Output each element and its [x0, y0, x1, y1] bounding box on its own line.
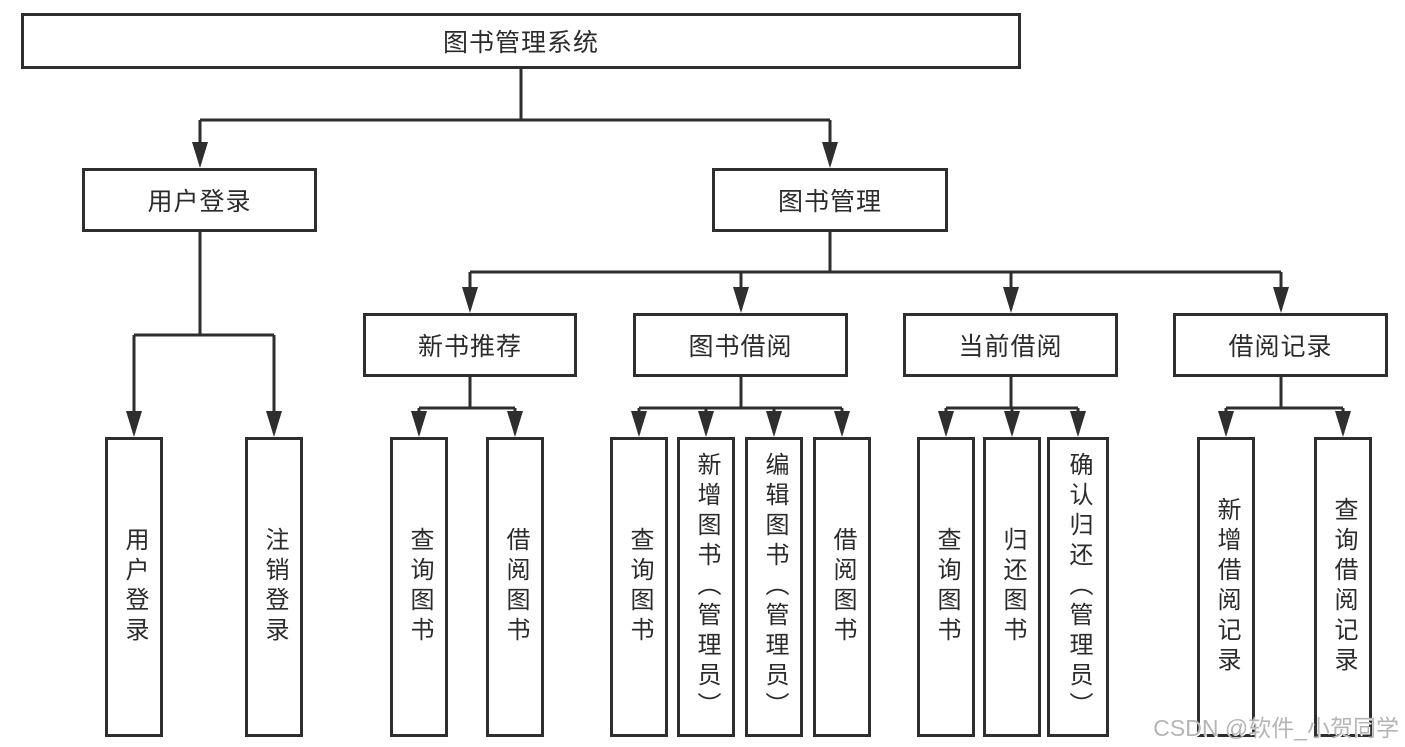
node-user-login: 用户登录 — [82, 168, 317, 232]
leaf-label: 查询图书 — [933, 527, 960, 647]
node-label: 新书推荐 — [417, 333, 522, 361]
leaf-label: 用户登录 — [121, 527, 148, 647]
leaf-borrowing-edit-books-admin: 编辑图书（管理员） — [745, 437, 803, 737]
leaf-borrowing-add-books-admin: 新增图书（管理员） — [677, 437, 735, 737]
node-borrowing-records: 借阅记录 — [1173, 313, 1388, 377]
leaf-label: 查询图书 — [626, 527, 653, 647]
node-book-management: 图书管理 — [712, 168, 948, 232]
leaf-label: 新增图书（管理员） — [693, 452, 720, 722]
node-book-borrowing: 图书借阅 — [633, 313, 848, 377]
leaf-current-query-books: 查询图书 — [917, 437, 975, 737]
leaf-current-confirm-return-admin: 确认归还（管理员） — [1047, 437, 1109, 737]
leaf-label: 新增借阅记录 — [1213, 497, 1240, 677]
leaf-label: 借阅图书 — [829, 527, 856, 647]
leaf-newbook-query-books: 查询图书 — [390, 437, 448, 737]
leaf-label: 查询借阅记录 — [1330, 497, 1357, 677]
leaf-logout: 注销登录 — [245, 437, 303, 737]
leaf-label: 注销登录 — [261, 527, 288, 647]
leaf-label: 借阅图书 — [502, 527, 529, 647]
node-label: 当前借阅 — [958, 333, 1063, 361]
arrowheads — [126, 142, 1351, 437]
node-label: 图书管理 — [777, 188, 882, 216]
leaf-label: 查询图书 — [406, 527, 433, 647]
node-current-borrowing: 当前借阅 — [903, 313, 1118, 377]
leaf-label: 归还图书 — [999, 527, 1026, 647]
node-label: 图书借阅 — [688, 333, 793, 361]
node-label: 借阅记录 — [1228, 333, 1333, 361]
watermark: CSDN @软件_小贺同学 — [1153, 715, 1399, 741]
node-label: 图书管理系统 — [442, 29, 599, 57]
node-label: 用户登录 — [147, 188, 252, 216]
leaf-records-add-record: 新增借阅记录 — [1197, 437, 1255, 737]
leaf-borrowing-borrow-books: 借阅图书 — [813, 437, 871, 737]
leaf-user-login: 用户登录 — [105, 437, 163, 737]
leaf-label: 确认归还（管理员） — [1065, 452, 1092, 722]
node-library-system: 图书管理系统 — [21, 13, 1021, 69]
leaf-borrowing-query-books: 查询图书 — [610, 437, 668, 737]
leaf-current-return-books: 归还图书 — [983, 437, 1041, 737]
leaf-label: 编辑图书（管理员） — [761, 452, 788, 722]
leaf-records-query-record: 查询借阅记录 — [1314, 437, 1372, 737]
leaf-newbook-borrow-books: 借阅图书 — [486, 437, 544, 737]
node-new-book-recommend: 新书推荐 — [363, 313, 577, 377]
